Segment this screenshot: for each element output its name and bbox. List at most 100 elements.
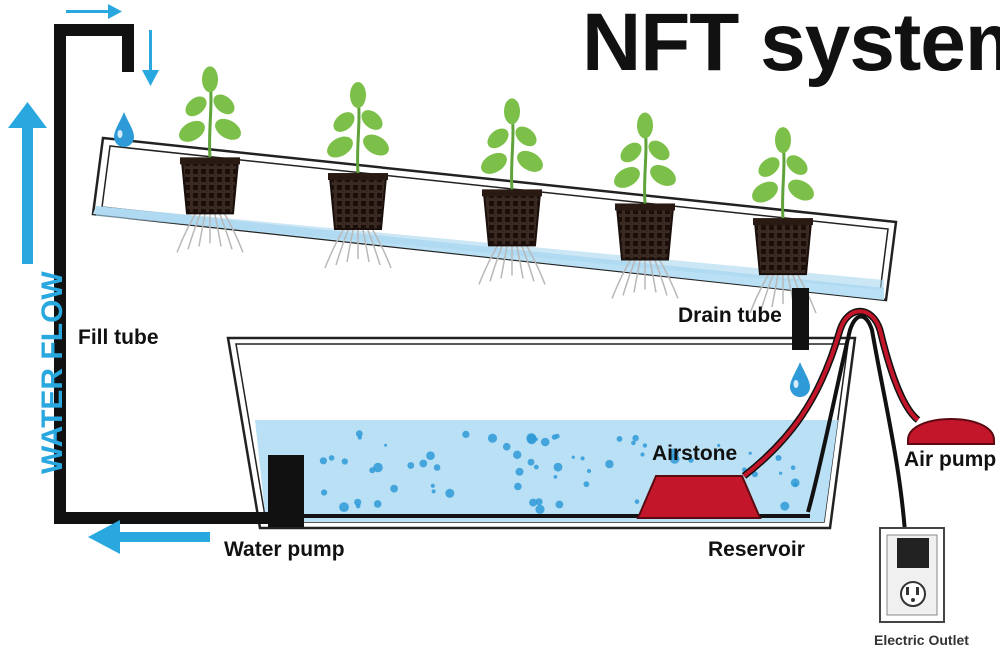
bubble bbox=[555, 500, 564, 509]
electric-outlet-label: Electric Outlet bbox=[874, 632, 969, 648]
plant bbox=[176, 66, 244, 253]
bubble bbox=[535, 498, 543, 506]
bubble bbox=[369, 467, 376, 474]
bubble bbox=[339, 502, 349, 512]
bubble bbox=[779, 471, 783, 475]
leaf bbox=[614, 166, 640, 188]
airstone bbox=[636, 475, 762, 519]
bubble bbox=[748, 451, 752, 455]
bubble bbox=[634, 499, 640, 504]
bubble bbox=[553, 462, 563, 472]
leaf bbox=[775, 127, 791, 154]
plant bbox=[749, 127, 817, 314]
airstone-label: Airstone bbox=[652, 442, 738, 465]
bubble bbox=[487, 433, 498, 443]
bubble bbox=[355, 503, 361, 509]
bubble bbox=[535, 504, 545, 514]
bubble bbox=[407, 462, 415, 469]
reservoir-label: Reservoir bbox=[708, 538, 805, 561]
leaf bbox=[185, 96, 207, 117]
bubble bbox=[419, 459, 428, 468]
pump-power-cable bbox=[806, 314, 908, 549]
bubble bbox=[533, 464, 539, 470]
drain-tube bbox=[792, 288, 809, 350]
electric-outlet bbox=[879, 527, 945, 623]
bubble bbox=[669, 454, 680, 464]
bubble bbox=[433, 464, 441, 471]
water-drop-icon bbox=[790, 362, 810, 397]
bubble bbox=[793, 482, 798, 487]
leaf bbox=[504, 98, 520, 125]
bubble bbox=[527, 458, 535, 466]
bubble bbox=[321, 489, 328, 496]
bubble bbox=[341, 458, 348, 465]
bubble bbox=[354, 498, 362, 506]
bubble bbox=[583, 481, 590, 488]
water-drop-icon bbox=[114, 112, 134, 147]
bubble bbox=[513, 450, 522, 459]
bubble bbox=[502, 442, 511, 451]
air-pump-label: Air pump bbox=[904, 448, 997, 471]
bubble bbox=[357, 435, 362, 440]
leaf bbox=[648, 140, 670, 161]
arrow-down-icon bbox=[142, 30, 159, 86]
bubble bbox=[384, 443, 388, 447]
leaf bbox=[637, 112, 653, 139]
bubble bbox=[775, 455, 782, 461]
plant bbox=[611, 112, 679, 299]
bubble bbox=[580, 456, 585, 461]
bubble bbox=[445, 488, 455, 498]
bubble bbox=[430, 483, 435, 488]
bubble bbox=[390, 484, 398, 493]
bubble bbox=[514, 482, 522, 491]
plant bbox=[324, 82, 392, 269]
bubble bbox=[540, 437, 550, 447]
page-title: NFT system bbox=[582, 0, 1000, 88]
bubble bbox=[586, 468, 592, 474]
leaf bbox=[350, 82, 366, 109]
leaf bbox=[620, 142, 642, 163]
bubble bbox=[373, 500, 382, 508]
leaf bbox=[517, 150, 543, 172]
leaf bbox=[515, 126, 537, 147]
leaf bbox=[487, 128, 509, 149]
plug-icon bbox=[897, 538, 929, 568]
air-pump bbox=[907, 418, 995, 445]
water-pump-label: Water pump bbox=[224, 538, 345, 561]
leaf bbox=[215, 118, 241, 140]
fill-tube-label: Fill tube bbox=[78, 326, 159, 349]
leaf bbox=[333, 112, 355, 132]
drain-tube-label: Drain tube bbox=[678, 304, 782, 327]
bubble bbox=[431, 489, 436, 494]
arrow-up-icon bbox=[8, 102, 47, 264]
water-flow-label: WATER FLOW bbox=[36, 271, 69, 474]
bubble bbox=[632, 434, 639, 442]
bubble bbox=[553, 475, 558, 479]
bubble bbox=[319, 457, 327, 465]
leaf bbox=[481, 152, 507, 174]
leaf bbox=[752, 181, 778, 203]
bubble bbox=[515, 467, 524, 476]
water-pump bbox=[268, 455, 304, 527]
bubble bbox=[462, 430, 470, 438]
arrow-left-icon bbox=[88, 520, 210, 554]
bubble bbox=[616, 436, 623, 442]
leaf bbox=[786, 155, 808, 175]
bubble bbox=[640, 452, 645, 457]
leaf bbox=[363, 134, 389, 156]
bubble bbox=[526, 433, 537, 443]
leaf bbox=[758, 157, 780, 177]
bubble bbox=[373, 462, 383, 473]
plants bbox=[176, 66, 817, 314]
leaf bbox=[788, 179, 814, 201]
nft-channel bbox=[91, 136, 898, 302]
leaf bbox=[361, 110, 383, 130]
leaf bbox=[327, 136, 353, 158]
plant bbox=[478, 98, 546, 285]
bubble bbox=[605, 459, 614, 469]
bubble bbox=[780, 501, 790, 511]
leaf bbox=[202, 66, 218, 93]
leaf bbox=[213, 94, 235, 115]
